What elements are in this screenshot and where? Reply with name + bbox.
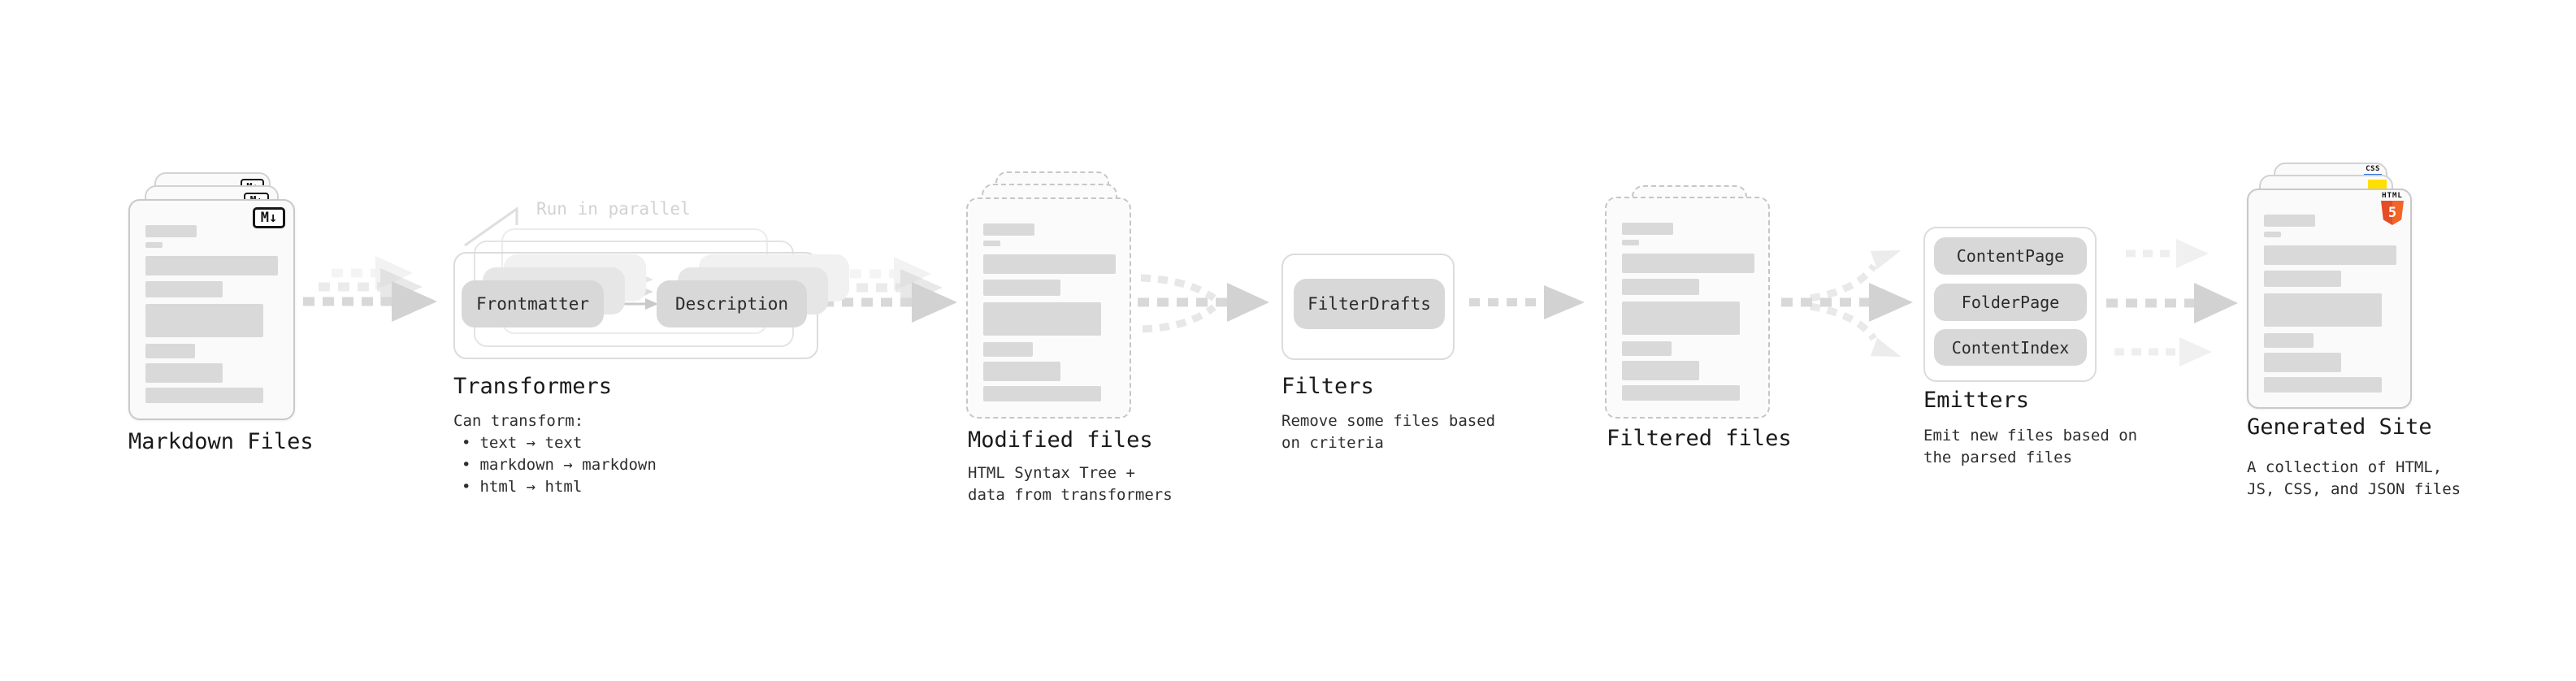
desc-line: data from transformers — [968, 486, 1173, 504]
bullet-text: html → html — [479, 478, 583, 496]
desc-line: JS, CSS, and JSON files — [2247, 480, 2461, 498]
desc-line: Remove some files based — [1281, 412, 1496, 430]
transformers-bullet-list: • text → text • markdown → markdown • ht… — [453, 432, 657, 498]
markdown-doc-card-front: M↓ — [128, 199, 295, 420]
js-icon — [2368, 180, 2387, 189]
folderpage-pill: FolderPage — [1934, 284, 2087, 321]
stage-title-modified-files: Modified files — [968, 427, 1153, 453]
doc-content-placeholder — [2249, 190, 2410, 407]
desc-line: HTML Syntax Tree + — [968, 464, 1135, 482]
filtered-doc-card-front — [1605, 197, 1770, 419]
modified-files-description: HTML Syntax Tree + data from transformer… — [968, 462, 1173, 506]
arrow-filters-to-filtered — [1469, 285, 1585, 319]
arrow-emitters-to-site — [2106, 239, 2238, 367]
bullet-item: • html → html — [462, 476, 657, 498]
description-pill: Description — [657, 280, 807, 327]
run-in-parallel-label: Run in parallel — [536, 199, 691, 219]
frontmatter-pill: Frontmatter — [462, 280, 604, 327]
arrow-modified-to-filters — [1138, 274, 1269, 333]
stage-title-transformers: Transformers — [453, 374, 613, 399]
emitters-description: Emit new files based on the parsed files — [1923, 425, 2137, 469]
doc-content-placeholder — [968, 199, 1130, 417]
contentindex-pill: ContentIndex — [1934, 329, 2087, 366]
bullet-item: • markdown → markdown — [462, 454, 657, 476]
html5-icon-label: HTML — [2382, 192, 2403, 200]
doc-content-placeholder — [1607, 198, 1768, 417]
arrow-filtered-to-emitters — [1781, 249, 1913, 358]
css-icon-label: CSS — [2366, 165, 2380, 173]
transformers-desc-heading: Can transform: — [453, 412, 584, 430]
bullet-dot: • — [462, 478, 471, 496]
html5-number: 5 — [2387, 205, 2397, 221]
stage-title-emitters: Emitters — [1923, 388, 2030, 413]
stage-title-generated-site: Generated Site — [2247, 414, 2432, 440]
markdown-icon: M↓ — [253, 207, 285, 228]
bullet-text: text → text — [479, 434, 583, 452]
desc-line: on criteria — [1281, 434, 1384, 452]
generated-site-description: A collection of HTML, JS, CSS, and JSON … — [2247, 457, 2461, 501]
desc-line: Emit new files based on — [1923, 427, 2138, 445]
desc-line: the parsed files — [1923, 449, 2073, 466]
stage-title-filtered-files: Filtered files — [1607, 426, 1792, 451]
bullet-item: • text → text — [462, 432, 657, 454]
bullet-dot: • — [462, 434, 471, 452]
desc-line: A collection of HTML, — [2247, 458, 2443, 476]
modified-doc-card-front — [966, 197, 1131, 419]
contentpage-pill: ContentPage — [1934, 237, 2087, 275]
stage-title-markdown-files: Markdown Files — [128, 429, 314, 454]
stage-title-filters: Filters — [1281, 374, 1374, 399]
filters-description: Remove some files based on criteria — [1281, 410, 1495, 454]
filterdrafts-pill: FilterDrafts — [1294, 279, 1445, 329]
doc-content-placeholder — [130, 201, 293, 419]
bullet-dot: • — [462, 456, 471, 474]
transformers-description: Can transform: • text → text • markdown … — [453, 410, 657, 498]
site-doc-card-front: HTML 5 — [2247, 189, 2412, 409]
bullet-text: markdown → markdown — [479, 456, 657, 474]
arrow-markdown-to-transformers — [303, 256, 437, 322]
html5-icon: HTML 5 — [2381, 192, 2404, 225]
